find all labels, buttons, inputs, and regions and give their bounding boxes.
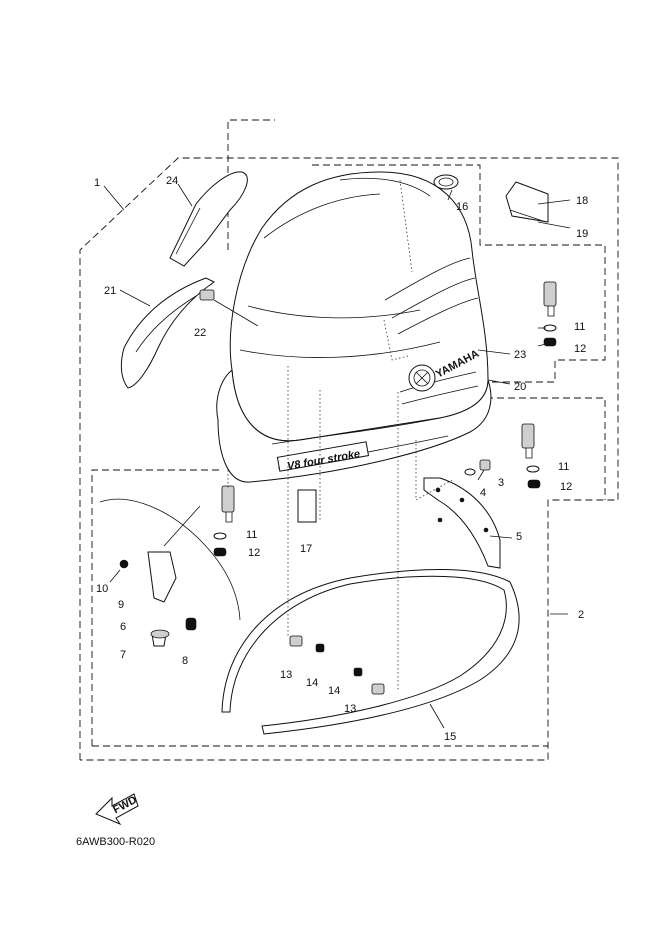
fwd-arrow-icon: FWD [95,793,139,826]
callout-7: 7 [120,649,126,661]
clip-13-right [371,683,385,695]
callout-4: 4 [480,487,486,499]
clip-22 [199,289,259,327]
callout-15: 15 [444,731,456,743]
callout-12-lower-right: 12 [560,481,572,493]
assembly-boundary-1 [79,157,619,761]
washer-4 [464,468,476,476]
latch-upper-right [543,281,557,347]
bracket-5 [423,477,501,569]
callout-2: 2 [578,609,584,621]
callout-21: 21 [104,285,116,297]
decal-24 [169,171,248,267]
callout-8: 8 [182,655,188,667]
callout-11-lower-right: 11 [558,461,569,473]
alignment-lines [227,366,453,690]
callout-12: 12 [574,343,586,355]
callout-13: 13 [280,669,292,681]
callout-19: 19 [576,228,588,240]
top-cowling [229,171,489,442]
callout-11-left: 11 [246,529,257,541]
callout-9: 9 [118,599,124,611]
plate-18 [505,181,549,223]
callouts: 1 2 3 4 5 6 7 8 9 10 11 12 13 14 15 16 1… [94,175,588,743]
callout-5: 5 [516,531,522,543]
seal-15 [221,568,520,735]
callout-16: 16 [456,201,468,213]
callout-20: 20 [514,381,526,393]
callout-11: 11 [574,321,585,333]
callout-24: 24 [166,175,178,187]
reference-code: 6AWB300-R020 [76,836,156,848]
callout-12-left: 12 [248,547,260,559]
assembly-boundary-2 [91,119,606,747]
callout-18: 18 [576,195,588,207]
latch-detail-inset [99,498,241,647]
callout-23: 23 [514,349,526,361]
callout-14: 14 [306,677,318,689]
callout-3: 3 [498,477,504,489]
callout-17: 17 [300,543,312,555]
callout-6: 6 [120,621,126,633]
latch-lower-right [521,423,541,489]
callout-10: 10 [96,583,108,595]
screw-3 [477,459,491,481]
latch-left [213,485,235,557]
decal-21 [120,277,215,389]
label-17 [297,489,317,523]
screw-14-left [315,643,325,653]
grommet-16 [433,174,459,190]
leader-lines [103,183,571,729]
screw-14-right [353,667,363,677]
callout-22: 22 [194,327,206,339]
callout-1: 1 [94,177,100,189]
callout-14-right: 14 [328,685,340,697]
callout-13-right: 13 [344,703,356,715]
clip-13-left [289,635,303,647]
